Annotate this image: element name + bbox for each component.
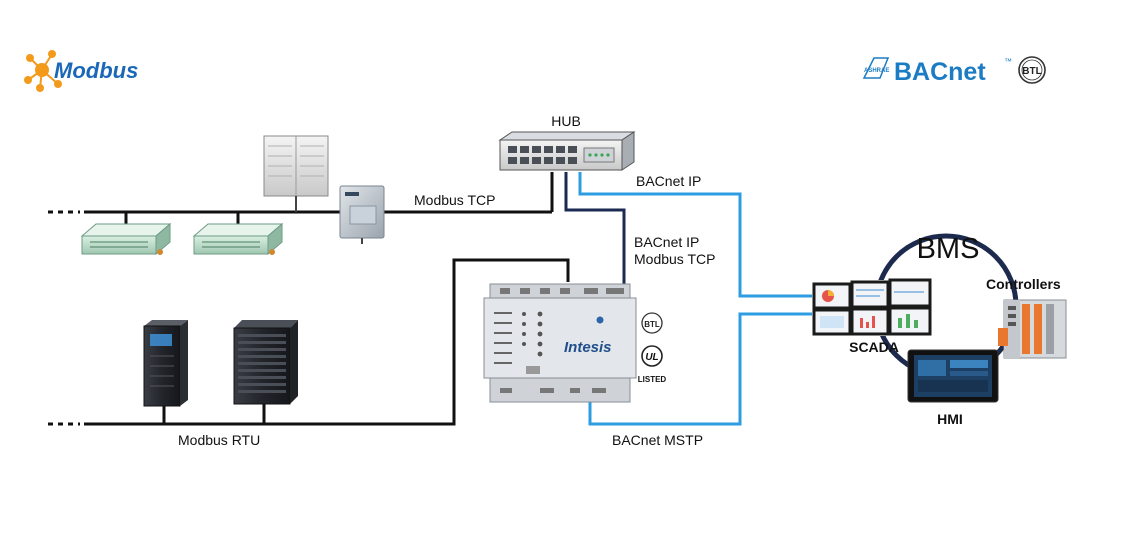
modbus-logo: Modbus <box>24 50 138 92</box>
svg-text:BTL: BTL <box>644 320 660 329</box>
hmi-label: HMI <box>937 411 963 427</box>
bacnet-logo-text: BACnet <box>894 58 986 86</box>
bacnet-trademark: ™ <box>1004 57 1012 66</box>
server-rack <box>233 320 298 405</box>
hub-label: HUB <box>551 113 581 129</box>
scada-label: SCADA <box>849 339 899 355</box>
diagram-labels: HUB Modbus TCP BACnet IP BACnet IP Modbu… <box>178 113 1061 448</box>
connection-lines <box>48 172 812 426</box>
outdoor-unit <box>263 135 329 212</box>
indoor-unit-2 <box>192 222 284 256</box>
hub-switch <box>498 131 636 171</box>
gateway-modbus-tcp-label: Modbus TCP <box>634 251 715 267</box>
hmi-panel <box>907 349 999 403</box>
controllers-plc <box>998 299 1067 359</box>
gateway-bacnet-ip-label: BACnet IP <box>634 234 699 250</box>
ashrae-badge: ASHRAE <box>862 57 889 79</box>
bacnet-mstp-link <box>588 312 812 426</box>
svg-text:UL: UL <box>645 352 658 363</box>
svg-text:ASHRAE: ASHRAE <box>864 68 889 74</box>
modbus-network-icon <box>24 50 62 92</box>
hub-gateway-link <box>564 172 626 290</box>
modbus-rtu-bus <box>84 258 570 426</box>
svg-text:BTL: BTL <box>1022 66 1041 77</box>
bacnet-logo: ASHRAE BACnet ™ BTL <box>862 56 1046 86</box>
intesis-gateway: Intesis BTL UL LISTED <box>483 283 667 403</box>
bacnet-ip-label: BACnet IP <box>636 173 701 189</box>
modbus-tcp-interface <box>339 185 385 244</box>
controllers-label: Controllers <box>986 276 1061 292</box>
bacnet-ip-link <box>578 172 812 298</box>
gateway-btl-badge: BTL <box>641 312 663 334</box>
modbus-tcp-label: Modbus TCP <box>414 192 495 208</box>
svg-text:LISTED: LISTED <box>638 375 667 384</box>
indoor-unit-1 <box>80 222 172 256</box>
modbus-rtu-label: Modbus RTU <box>178 432 260 448</box>
ul-listed-badge: UL LISTED <box>638 345 667 384</box>
bms-label: BMS <box>917 233 980 265</box>
bacnet-mstp-label: BACnet MSTP <box>612 432 703 448</box>
scada-screens <box>812 278 936 336</box>
ups-unit <box>143 320 188 407</box>
btl-badge: BTL <box>1018 56 1046 84</box>
modbus-logo-text: Modbus <box>54 58 138 83</box>
gateway-brand: Intesis <box>564 339 612 356</box>
